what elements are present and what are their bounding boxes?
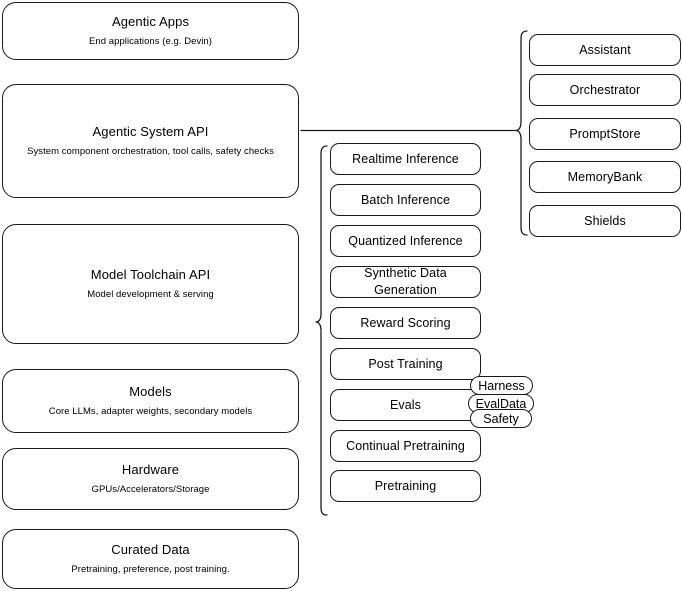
system-item-memorybank[interactable]: MemoryBank	[529, 161, 681, 193]
badge-label: Safety	[483, 411, 519, 426]
layer-subtitle: GPUs/Accelerators/Storage	[91, 483, 210, 495]
system-item-shields[interactable]: Shields	[529, 205, 681, 237]
system-item-promptstore[interactable]: PromptStore	[529, 118, 681, 150]
layer-agentic-system-api[interactable]: Agentic System API System component orch…	[2, 84, 299, 198]
layer-model-toolchain-api[interactable]: Model Toolchain API Model development & …	[2, 224, 299, 344]
layer-subtitle: Pretraining, preference, post training.	[71, 563, 230, 575]
layer-subtitle: System component orchestration, tool cal…	[27, 145, 274, 157]
chip-label: Batch Inference	[360, 192, 451, 207]
chip-label: Pretraining	[374, 478, 437, 493]
toolchain-item-realtime-inference[interactable]: Realtime Inference	[330, 143, 481, 175]
chip-label: Evals	[389, 397, 422, 412]
toolchain-item-reward-scoring[interactable]: Reward Scoring	[330, 307, 481, 339]
layer-curated-data[interactable]: Curated Data Pretraining, preference, po…	[2, 529, 299, 589]
toolchain-item-evals[interactable]: Evals	[330, 389, 481, 421]
layer-title: Curated Data	[111, 542, 190, 558]
toolchain-item-continual-pretraining[interactable]: Continual Pretraining	[330, 430, 481, 462]
toolchain-item-quantized-inference[interactable]: Quantized Inference	[330, 225, 481, 257]
chip-label: Reward Scoring	[360, 315, 451, 330]
chip-label: PromptStore	[569, 126, 641, 141]
layer-title: Agentic Apps	[111, 14, 190, 30]
badge-label: EvalData	[475, 396, 527, 411]
system-item-assistant[interactable]: Assistant	[529, 34, 681, 66]
layer-subtitle: Model development & serving	[87, 288, 214, 300]
evals-badge-harness[interactable]: Harness	[470, 376, 533, 395]
layer-title: Agentic System API	[92, 124, 209, 140]
chip-label: Post Training	[368, 356, 443, 371]
chip-label: MemoryBank	[567, 169, 643, 184]
layer-models[interactable]: Models Core LLMs, adapter weights, secon…	[2, 369, 299, 433]
layer-subtitle: End applications (e.g. Devin)	[89, 35, 212, 47]
badge-label: Harness	[478, 378, 525, 393]
chip-label: Shields	[584, 213, 626, 228]
layer-subtitle: Core LLMs, adapter weights, secondary mo…	[48, 405, 253, 417]
brace-system-components	[515, 30, 528, 236]
system-item-orchestrator[interactable]: Orchestrator	[529, 74, 681, 106]
toolchain-item-batch-inference[interactable]: Batch Inference	[330, 184, 481, 216]
layer-agentic-apps[interactable]: Agentic Apps End applications (e.g. Devi…	[2, 2, 299, 60]
brace-toolchain-components	[315, 145, 328, 516]
layer-title: Model Toolchain API	[90, 267, 211, 283]
chip-label: Realtime Inference	[352, 151, 459, 166]
chip-label: Orchestrator	[569, 82, 641, 97]
layer-title: Hardware	[121, 462, 180, 478]
chip-label: Continual Pretraining	[346, 438, 465, 453]
chip-label: Quantized Inference	[348, 233, 463, 248]
layer-hardware[interactable]: Hardware GPUs/Accelerators/Storage	[2, 448, 299, 510]
layer-title: Models	[129, 384, 172, 400]
toolchain-item-pretraining[interactable]: Pretraining	[330, 470, 481, 502]
evals-badge-safety[interactable]: Safety	[470, 409, 532, 428]
toolchain-item-synthetic-data-generation[interactable]: Synthetic Data Generation	[330, 266, 481, 298]
chip-label: Synthetic Data Generation	[364, 266, 447, 297]
chip-label: Assistant	[579, 42, 631, 57]
toolchain-item-post-training[interactable]: Post Training	[330, 348, 481, 380]
